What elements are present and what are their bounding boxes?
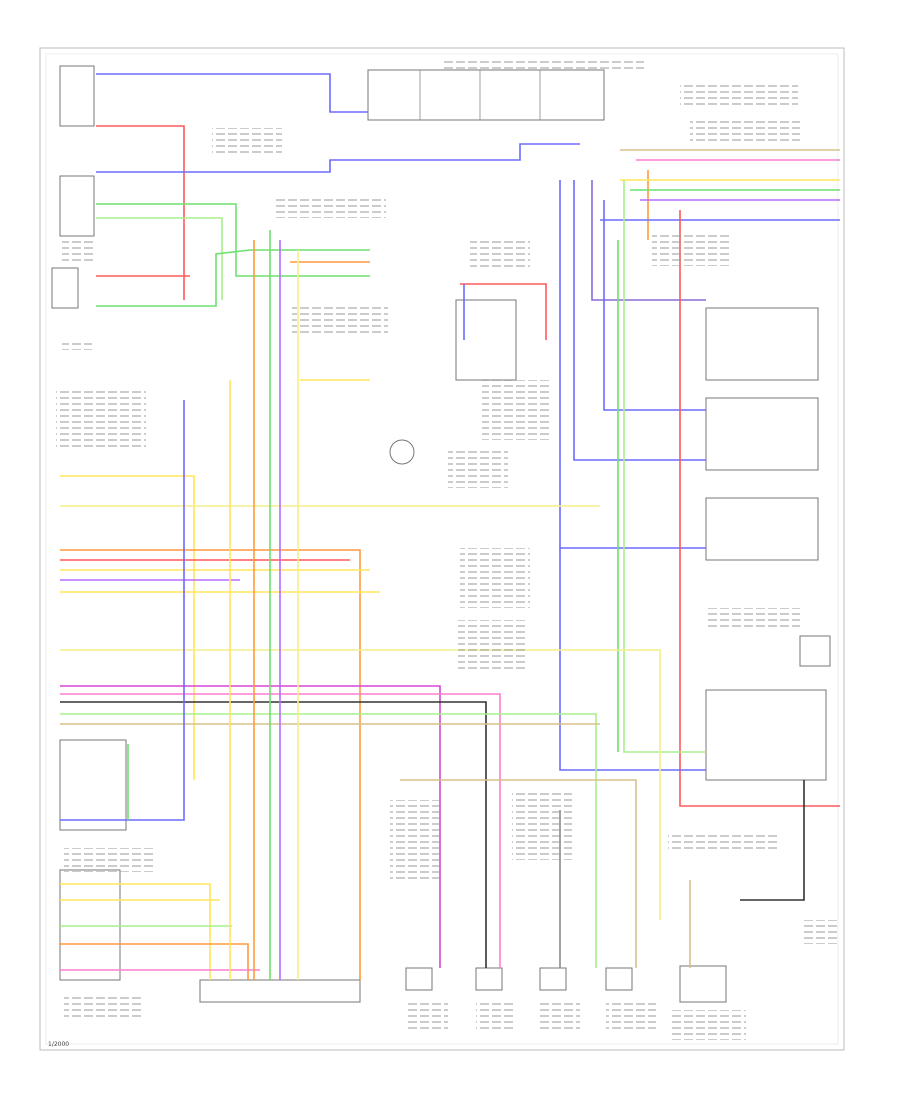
page-code: 1/2000 [48, 1041, 69, 1048]
label-block-6 [652, 232, 730, 266]
bottom-component-2 [475, 967, 503, 991]
wire-red-2 [96, 125, 185, 300]
label-block-17 [512, 790, 572, 860]
diagram-inner-border [45, 53, 839, 1045]
fuse-block-top [367, 69, 605, 121]
label-block-9 [56, 390, 146, 450]
wire-yellow-27 [60, 475, 195, 780]
label-block-1 [212, 128, 282, 154]
wire-orange-45 [60, 943, 249, 980]
sensor-left [51, 267, 79, 309]
label-block-4 [680, 82, 798, 106]
wire-pink-36 [60, 693, 501, 968]
wire-blue-13 [573, 180, 706, 461]
wire-blue-1 [96, 73, 368, 113]
label-block-15 [708, 608, 800, 630]
relay-top-left [59, 65, 95, 127]
wire-light_green-5 [96, 217, 223, 300]
wire-blue-40 [60, 400, 185, 821]
bottom-connector [199, 979, 361, 1003]
label-block-28 [62, 340, 92, 350]
label-block-2 [276, 196, 386, 218]
label-block-19 [64, 848, 154, 872]
relay-mid-left [59, 175, 95, 237]
label-block-8 [292, 306, 388, 334]
wire-violet-14 [591, 180, 706, 301]
label-block-25 [670, 1010, 746, 1040]
label-block-12 [448, 448, 508, 488]
label-block-21 [408, 1000, 448, 1030]
bottom-component-5 [679, 965, 727, 1003]
label-block-16 [390, 800, 440, 880]
label-block-24 [606, 1000, 656, 1030]
module-bottom-left [59, 869, 121, 981]
wire-green-7 [96, 249, 370, 307]
label-block-14 [458, 620, 528, 670]
wire-orange-29 [60, 549, 361, 980]
wire-dark-37 [60, 701, 487, 968]
bottom-component-1 [405, 967, 433, 991]
bottom-component-4 [605, 967, 633, 991]
wire-tan-52 [400, 779, 637, 968]
wire-blue-26 [559, 548, 706, 771]
center-module [455, 299, 517, 381]
wire-yellow-42 [60, 883, 211, 980]
label-group [56, 58, 840, 1040]
label-block-18 [668, 832, 778, 852]
switch-right-3 [705, 497, 819, 561]
switch-right-2 [705, 397, 819, 471]
wire-blue-3 [96, 143, 580, 173]
wire-light_yellow-34 [60, 649, 661, 920]
center-sensor [389, 439, 415, 465]
label-block-27 [62, 240, 96, 262]
label-block-5 [690, 120, 800, 144]
label-block-23 [540, 1000, 580, 1030]
switch-right-4 [705, 689, 827, 781]
wire-group [60, 73, 840, 980]
label-block-3 [444, 58, 644, 70]
label-block-20 [64, 996, 144, 1020]
bottom-component-3 [539, 967, 567, 991]
diagram-border [39, 47, 845, 1051]
wire-red-23 [679, 210, 840, 807]
label-block-7 [470, 240, 530, 268]
motor-right [799, 635, 831, 667]
label-block-11 [482, 380, 550, 440]
wire-dark-55 [740, 780, 805, 901]
label-block-26 [804, 920, 840, 944]
switch-left-lower [59, 739, 127, 831]
label-block-22 [476, 1000, 516, 1030]
wire-red-10 [460, 283, 547, 340]
wire-light_green-38 [60, 713, 597, 968]
wire-light_green-24 [623, 180, 706, 753]
label-block-13 [460, 548, 530, 608]
wire-blue-15 [603, 200, 706, 411]
wire-green-4 [96, 203, 370, 277]
switch-right-1 [705, 307, 819, 381]
